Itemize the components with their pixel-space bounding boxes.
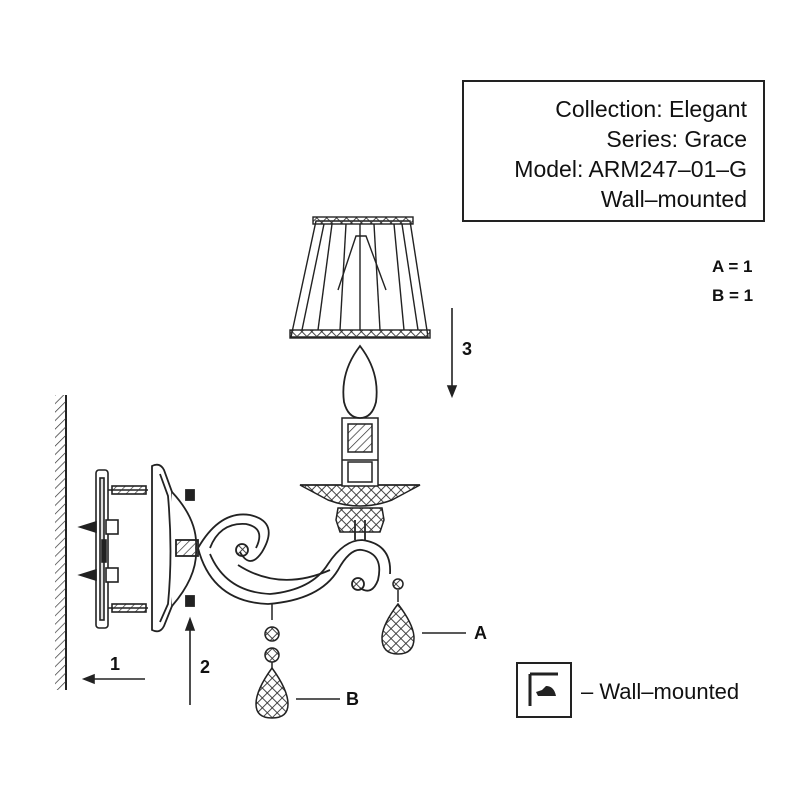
step-2-label: 2 bbox=[200, 657, 211, 677]
crystal-pendant-a bbox=[381, 578, 415, 655]
part-a-label: A bbox=[474, 623, 487, 643]
quantity-b: B = 1 bbox=[712, 286, 754, 305]
quantity-a: A = 1 bbox=[712, 257, 753, 276]
arrow-step-1 bbox=[81, 673, 145, 685]
mounting-bracket bbox=[77, 469, 148, 629]
quantity-list: A = 1 B = 1 bbox=[712, 252, 753, 310]
step-1-label: 1 bbox=[110, 654, 121, 674]
candle-socket bbox=[341, 417, 379, 487]
lampshade bbox=[289, 216, 431, 339]
wall bbox=[55, 395, 67, 690]
model-text: Model: ARM247–01–G bbox=[514, 156, 747, 182]
part-b-label: B bbox=[346, 689, 359, 709]
step-3-label: 3 bbox=[462, 339, 473, 359]
legend-label: – Wall–mounted bbox=[581, 679, 740, 704]
crystal-pendant-b bbox=[255, 604, 289, 719]
series-text: Series: Grace bbox=[606, 126, 747, 152]
candle-bulb bbox=[342, 344, 378, 419]
arrow-step-3 bbox=[446, 308, 458, 399]
column-crystal bbox=[335, 507, 385, 533]
drip-pan bbox=[299, 484, 421, 507]
product-info-box: Collection: Elegant Series: Grace Model:… bbox=[462, 80, 765, 222]
backplate bbox=[151, 463, 199, 633]
arrow-step-2 bbox=[184, 616, 196, 705]
collection-text: Collection: Elegant bbox=[555, 96, 747, 122]
mount-text: Wall–mounted bbox=[600, 186, 747, 212]
sconce-arm bbox=[197, 513, 391, 605]
wall-mount-icon bbox=[516, 662, 572, 718]
